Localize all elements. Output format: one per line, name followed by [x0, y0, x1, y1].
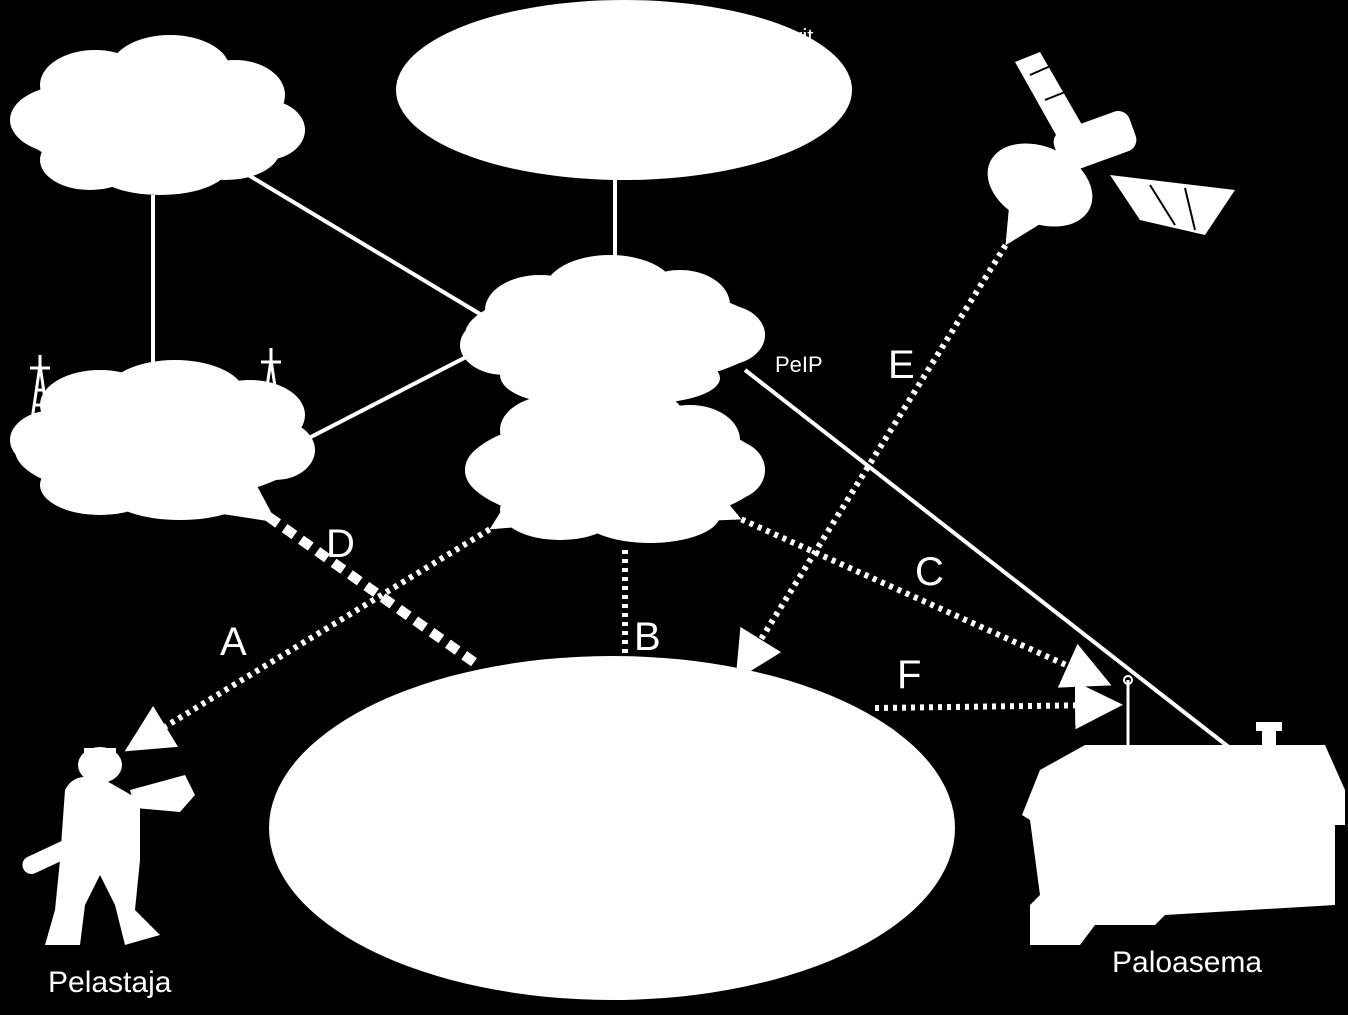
- satellite-icon: [974, 52, 1235, 243]
- link-e: [745, 230, 1015, 665]
- link-e-label: E: [888, 343, 915, 387]
- top-left-cloud: [10, 35, 305, 195]
- firefighter-icon: [19, 747, 195, 945]
- link-topleft-cloud-to-peip-cloud: [240, 170, 490, 320]
- link-a-label: A: [220, 620, 247, 664]
- link-d: [252, 505, 478, 665]
- top-ellipse: [396, 0, 852, 180]
- peip-cloud: [460, 255, 765, 403]
- link-f: [875, 705, 1105, 708]
- radio-tower-icon-left: [30, 355, 50, 420]
- fire-station-icon: [1022, 676, 1345, 945]
- paloasema-label: Paloasema: [1112, 946, 1262, 979]
- pelastaja-label: Pelastaja: [48, 966, 172, 999]
- link-f-label: F: [897, 653, 921, 697]
- top-partial-label: rit: [795, 24, 813, 49]
- link-d-label: D: [326, 522, 355, 566]
- link-c-label: C: [915, 550, 944, 594]
- lower-center-cloud: [465, 385, 765, 543]
- lower-ellipse: [269, 656, 955, 1000]
- link-b-label: B: [634, 615, 661, 659]
- link-left-cloud-to-peip-cloud: [305, 355, 470, 440]
- peip-label: PeIP: [775, 352, 823, 377]
